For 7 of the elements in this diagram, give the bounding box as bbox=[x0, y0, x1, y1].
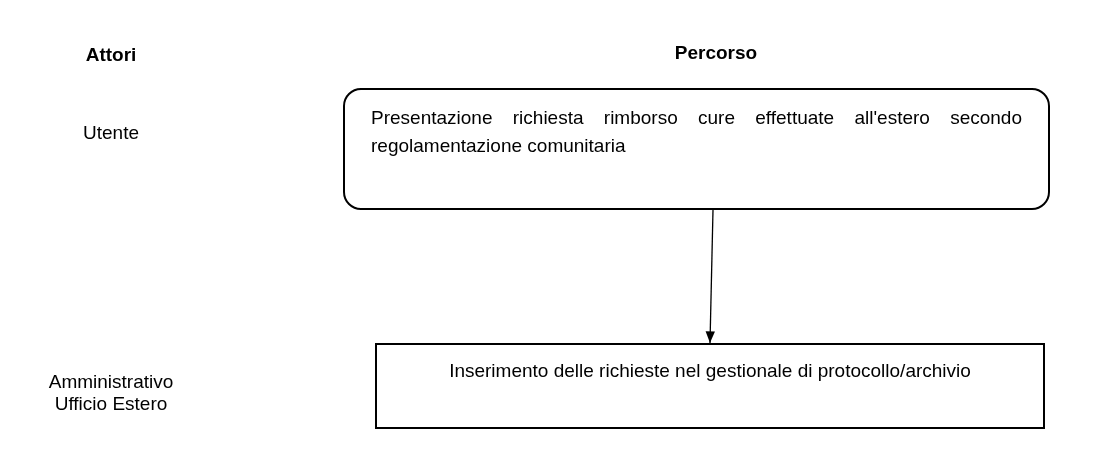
rounded-process-box: Presentazione richiesta rimborso cure effettuate all'estero secondo regolamentazione comunitaria bbox=[343, 88, 1050, 210]
actor-label: Amministrativo Ufficio Estero bbox=[47, 371, 175, 415]
column-heading: Percorso bbox=[674, 42, 758, 64]
column-heading: Attori bbox=[85, 44, 137, 66]
arrow bbox=[705, 209, 715, 344]
actor-label: Utente bbox=[83, 122, 139, 144]
process-box: Inserimento delle richieste nel gestionale di protocollo/archivio bbox=[375, 343, 1045, 429]
